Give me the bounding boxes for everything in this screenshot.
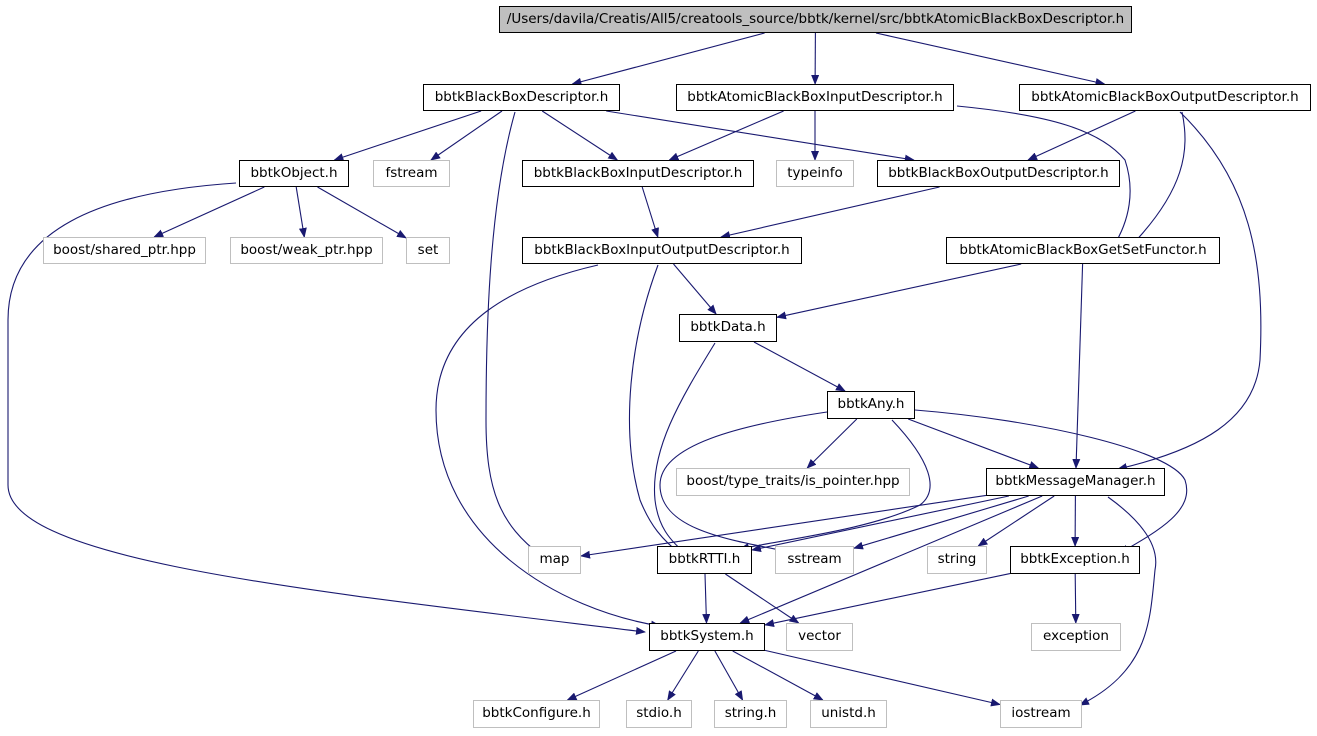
edge-any-to-exception_h bbox=[914, 409, 1188, 554]
edge-system-to-unistd bbox=[732, 650, 824, 701]
node-exception: exception bbox=[1031, 623, 1121, 651]
edge-msg-to-sstream bbox=[853, 495, 1029, 550]
edge-root-to-bbd bbox=[571, 32, 765, 86]
edge-any-to-rtti bbox=[739, 419, 931, 551]
edge-any-to-istraits bbox=[806, 418, 858, 469]
edge-exception_h-to-system bbox=[764, 573, 1011, 627]
node-fstream: fstream bbox=[373, 160, 450, 187]
edge-getset-to-data bbox=[776, 263, 1022, 320]
edge-bbd-to-map bbox=[485, 111, 543, 557]
node-blackbox-descriptor[interactable]: bbtkBlackBoxDescriptor.h bbox=[423, 84, 620, 111]
edge-system-to-stdio bbox=[667, 650, 699, 701]
node-vector: vector bbox=[786, 623, 853, 651]
node-atomic-getset-functor[interactable]: bbtkAtomicBlackBoxGetSetFunctor.h bbox=[946, 237, 1220, 264]
edge-abbid-to-getset bbox=[956, 105, 1131, 248]
node-blackbox-output-descriptor[interactable]: bbtkBlackBoxOutputDescriptor.h bbox=[877, 160, 1120, 187]
edge-root-to-abbod bbox=[875, 32, 1106, 86]
edge-bbd-to-bboutput bbox=[606, 110, 915, 163]
edge-abbid-to-bbinput bbox=[668, 110, 784, 161]
node-stdio: stdio.h bbox=[626, 700, 692, 728]
edge-obj-to-weak bbox=[295, 186, 307, 238]
node-blackbox-inputoutput-descriptor[interactable]: bbtkBlackBoxInputOutputDescriptor.h bbox=[522, 237, 802, 264]
edge-bbd-to-bbinput bbox=[541, 110, 619, 161]
node-message-manager[interactable]: bbtkMessageManager.h bbox=[986, 468, 1165, 496]
root-file-node: /Users/davila/Creatis/All5/creatools_sou… bbox=[499, 6, 1132, 33]
edge-obj-to-set bbox=[317, 186, 407, 239]
edge-data-to-rtti bbox=[653, 342, 716, 558]
edge-obj-to-shared bbox=[153, 186, 265, 238]
node-map: map bbox=[528, 546, 581, 574]
node-unistd: unistd.h bbox=[810, 700, 887, 728]
edge-msg-to-rtti bbox=[751, 495, 1010, 553]
node-object[interactable]: bbtkObject.h bbox=[239, 160, 349, 187]
node-boost-is-pointer: boost/type_traits/is_pointer.hpp bbox=[676, 468, 910, 496]
node-rtti[interactable]: bbtkRTTI.h bbox=[657, 546, 752, 574]
node-configure: bbtkConfigure.h bbox=[473, 700, 600, 728]
edge-abbod-to-getset bbox=[1129, 111, 1186, 248]
edge-bbio-to-system bbox=[435, 264, 661, 629]
edge-any-to-sstream bbox=[659, 411, 828, 555]
node-atomic-input-descriptor[interactable]: bbtkAtomicBlackBoxInputDescriptor.h bbox=[676, 84, 954, 111]
node-iostream: iostream bbox=[1000, 700, 1082, 728]
edge-data-to-any bbox=[753, 341, 846, 392]
edge-abbod-to-bboutput bbox=[1027, 110, 1136, 161]
edge-bbd-to-fstream bbox=[430, 110, 503, 161]
node-boost-shared-ptr: boost/shared_ptr.hpp bbox=[43, 237, 206, 264]
edge-msg-to-map bbox=[580, 494, 987, 559]
edge-rtti-to-vector bbox=[725, 573, 800, 624]
edge-getset-to-msg bbox=[1072, 263, 1084, 469]
node-boost-weak-ptr: boost/weak_ptr.hpp bbox=[230, 237, 383, 264]
edge-msg-to-string bbox=[977, 495, 1055, 547]
node-string-h: string.h bbox=[714, 700, 787, 728]
node-data[interactable]: bbtkData.h bbox=[679, 314, 777, 342]
edge-system-to-configure bbox=[566, 650, 677, 701]
edge-obj-to-system bbox=[7, 182, 646, 635]
edge-bbd-to-obj bbox=[333, 110, 482, 161]
edge-msg-to-system bbox=[739, 495, 1043, 624]
node-blackbox-input-descriptor[interactable]: bbtkBlackBoxInputDescriptor.h bbox=[522, 160, 754, 187]
node-sstream: sstream bbox=[775, 546, 854, 574]
node-system[interactable]: bbtkSystem.h bbox=[649, 623, 765, 651]
edge-rtti-to-system bbox=[702, 573, 711, 624]
edge-msg-to-iostream bbox=[1079, 496, 1157, 706]
node-atomic-output-descriptor[interactable]: bbtkAtomicBlackBoxOutputDescriptor.h bbox=[1019, 84, 1311, 111]
node-bbtk-exception[interactable]: bbtkException.h bbox=[1010, 546, 1140, 574]
node-set: set bbox=[406, 237, 450, 264]
edge-bbio-to-rtti bbox=[628, 264, 684, 557]
edge-bboutput-to-bbio bbox=[720, 186, 940, 239]
edge-any-to-msg bbox=[908, 418, 1040, 469]
node-string: string bbox=[927, 546, 987, 574]
edge-bbinput-to-bbio bbox=[641, 186, 659, 238]
node-any[interactable]: bbtkAny.h bbox=[827, 391, 915, 419]
edge-abbod-to-msg bbox=[1117, 111, 1262, 471]
edge-system-to-iostream bbox=[764, 649, 1001, 707]
edge-exception_h-to-exception bbox=[1071, 573, 1080, 624]
edge-bbio-to-data bbox=[673, 263, 717, 315]
edge-system-to-string_h bbox=[714, 650, 744, 701]
node-typeinfo: typeinfo bbox=[776, 160, 854, 187]
